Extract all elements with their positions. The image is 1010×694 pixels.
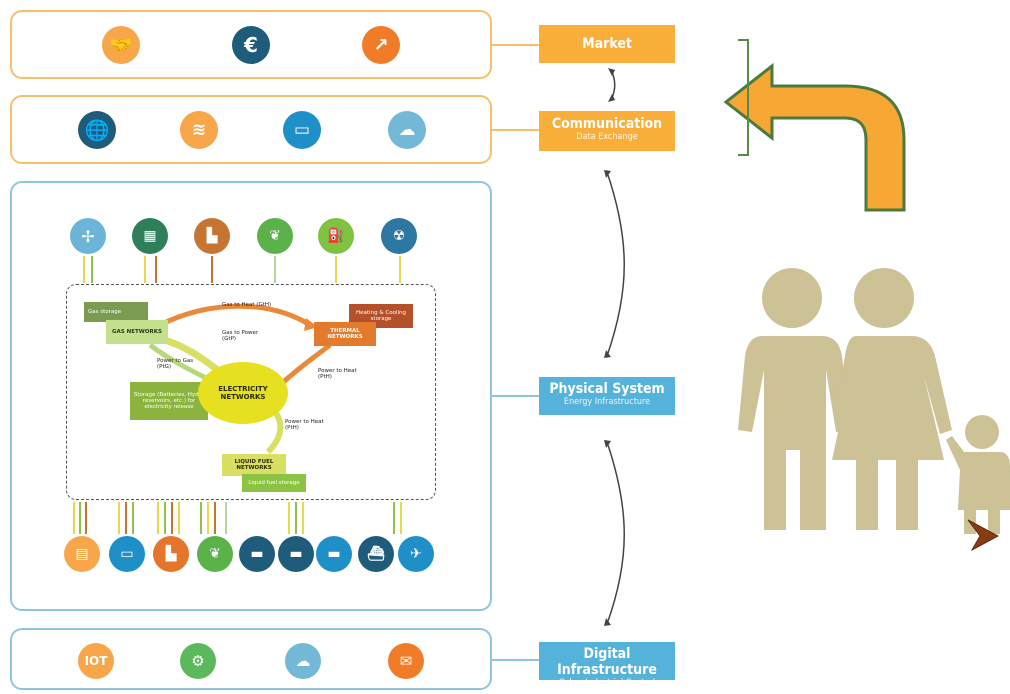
euro-icon: € xyxy=(232,26,270,64)
mail-icon: ✉ xyxy=(388,643,424,679)
computer-icon: ▭ xyxy=(109,536,145,572)
network-frame xyxy=(66,284,436,500)
power-to-gas-label: Power to Gas (PtG) xyxy=(157,358,194,370)
monitor-icon: ▭ xyxy=(283,111,321,149)
trend-up-icon: ↗ xyxy=(362,26,400,64)
iot-icon: IOT xyxy=(78,643,114,679)
wind-turbine-icon: ✢ xyxy=(70,218,106,254)
solar-panel-icon: ▦ xyxy=(132,218,168,254)
bus-icon: ▬ xyxy=(278,536,314,572)
power-to-heat-label-2: Power to Heat (PtH) xyxy=(285,419,324,431)
fuel-pump-icon: ⛽ xyxy=(318,218,354,254)
gas-storage-node: Gas storage xyxy=(84,302,148,322)
power-to-heat-label-1: Power to Heat (PtH) xyxy=(318,368,357,380)
cloud-shield-icon: ☁ xyxy=(285,643,321,679)
factory-icon: ▙ xyxy=(194,218,230,254)
airplane-icon: ✈ xyxy=(398,536,434,572)
chip-icon: ⚙ xyxy=(180,643,216,679)
cloud-network-icon: ☁ xyxy=(388,111,426,149)
biomass-icon: ❦ xyxy=(257,218,293,254)
shop-icon: ▤ xyxy=(64,536,100,572)
communication-subtitle: Data Exchange xyxy=(576,132,638,142)
liquid-fuel-networks-node: LIQUID FUEL NETWORKS xyxy=(222,454,286,476)
gas-to-heat-label: Gas to Heat (GtH) xyxy=(222,302,272,308)
train-icon: ▬ xyxy=(239,536,275,572)
communication-label: Communication Data Exchange xyxy=(539,111,675,151)
agriculture-icon: ❦ xyxy=(197,536,233,572)
physical-subtitle: Energy Infrastructure xyxy=(563,397,651,407)
digital-title: Digital Infrastructure xyxy=(557,646,657,678)
family-icon xyxy=(738,268,1010,534)
market-title: Market xyxy=(582,36,632,52)
market-label: Market xyxy=(539,25,675,63)
gas-networks-node: GAS NETWORKS xyxy=(106,320,168,344)
electricity-networks-node: ELECTRICITY NETWORKS xyxy=(198,362,288,424)
digital-label: Digital Infrastructure Cyber-Industrial … xyxy=(539,642,675,688)
iot-text: IOT xyxy=(84,654,108,668)
handshake-icon: 🤝 xyxy=(102,26,140,64)
communication-title: Communication xyxy=(551,116,663,132)
bent-arrow-icon xyxy=(723,62,906,212)
electricity-storage-node: Storage (Batteries, Hydro reservoirs, et… xyxy=(130,382,208,420)
physical-label: Physical System Energy Infrastructure xyxy=(539,377,675,415)
industry-icon: ▙ xyxy=(153,536,189,572)
liquid-fuel-storage-node: Liquid fuel storage xyxy=(242,474,306,492)
ship-icon: ⛴ xyxy=(358,536,394,572)
digital-subtitle: Cyber-Industrial Control xyxy=(558,678,656,688)
wifi-icon: ≋ xyxy=(180,111,218,149)
globe-icon: 🌐 xyxy=(78,111,116,149)
physical-title: Physical System xyxy=(549,381,665,397)
nuclear-icon: ☢ xyxy=(381,218,417,254)
thermal-networks-node: THERMAL NETWORKS xyxy=(314,322,376,346)
gas-to-power-label: Gas to Power (GtP) xyxy=(222,330,259,342)
car-icon: ▬ xyxy=(316,536,352,572)
